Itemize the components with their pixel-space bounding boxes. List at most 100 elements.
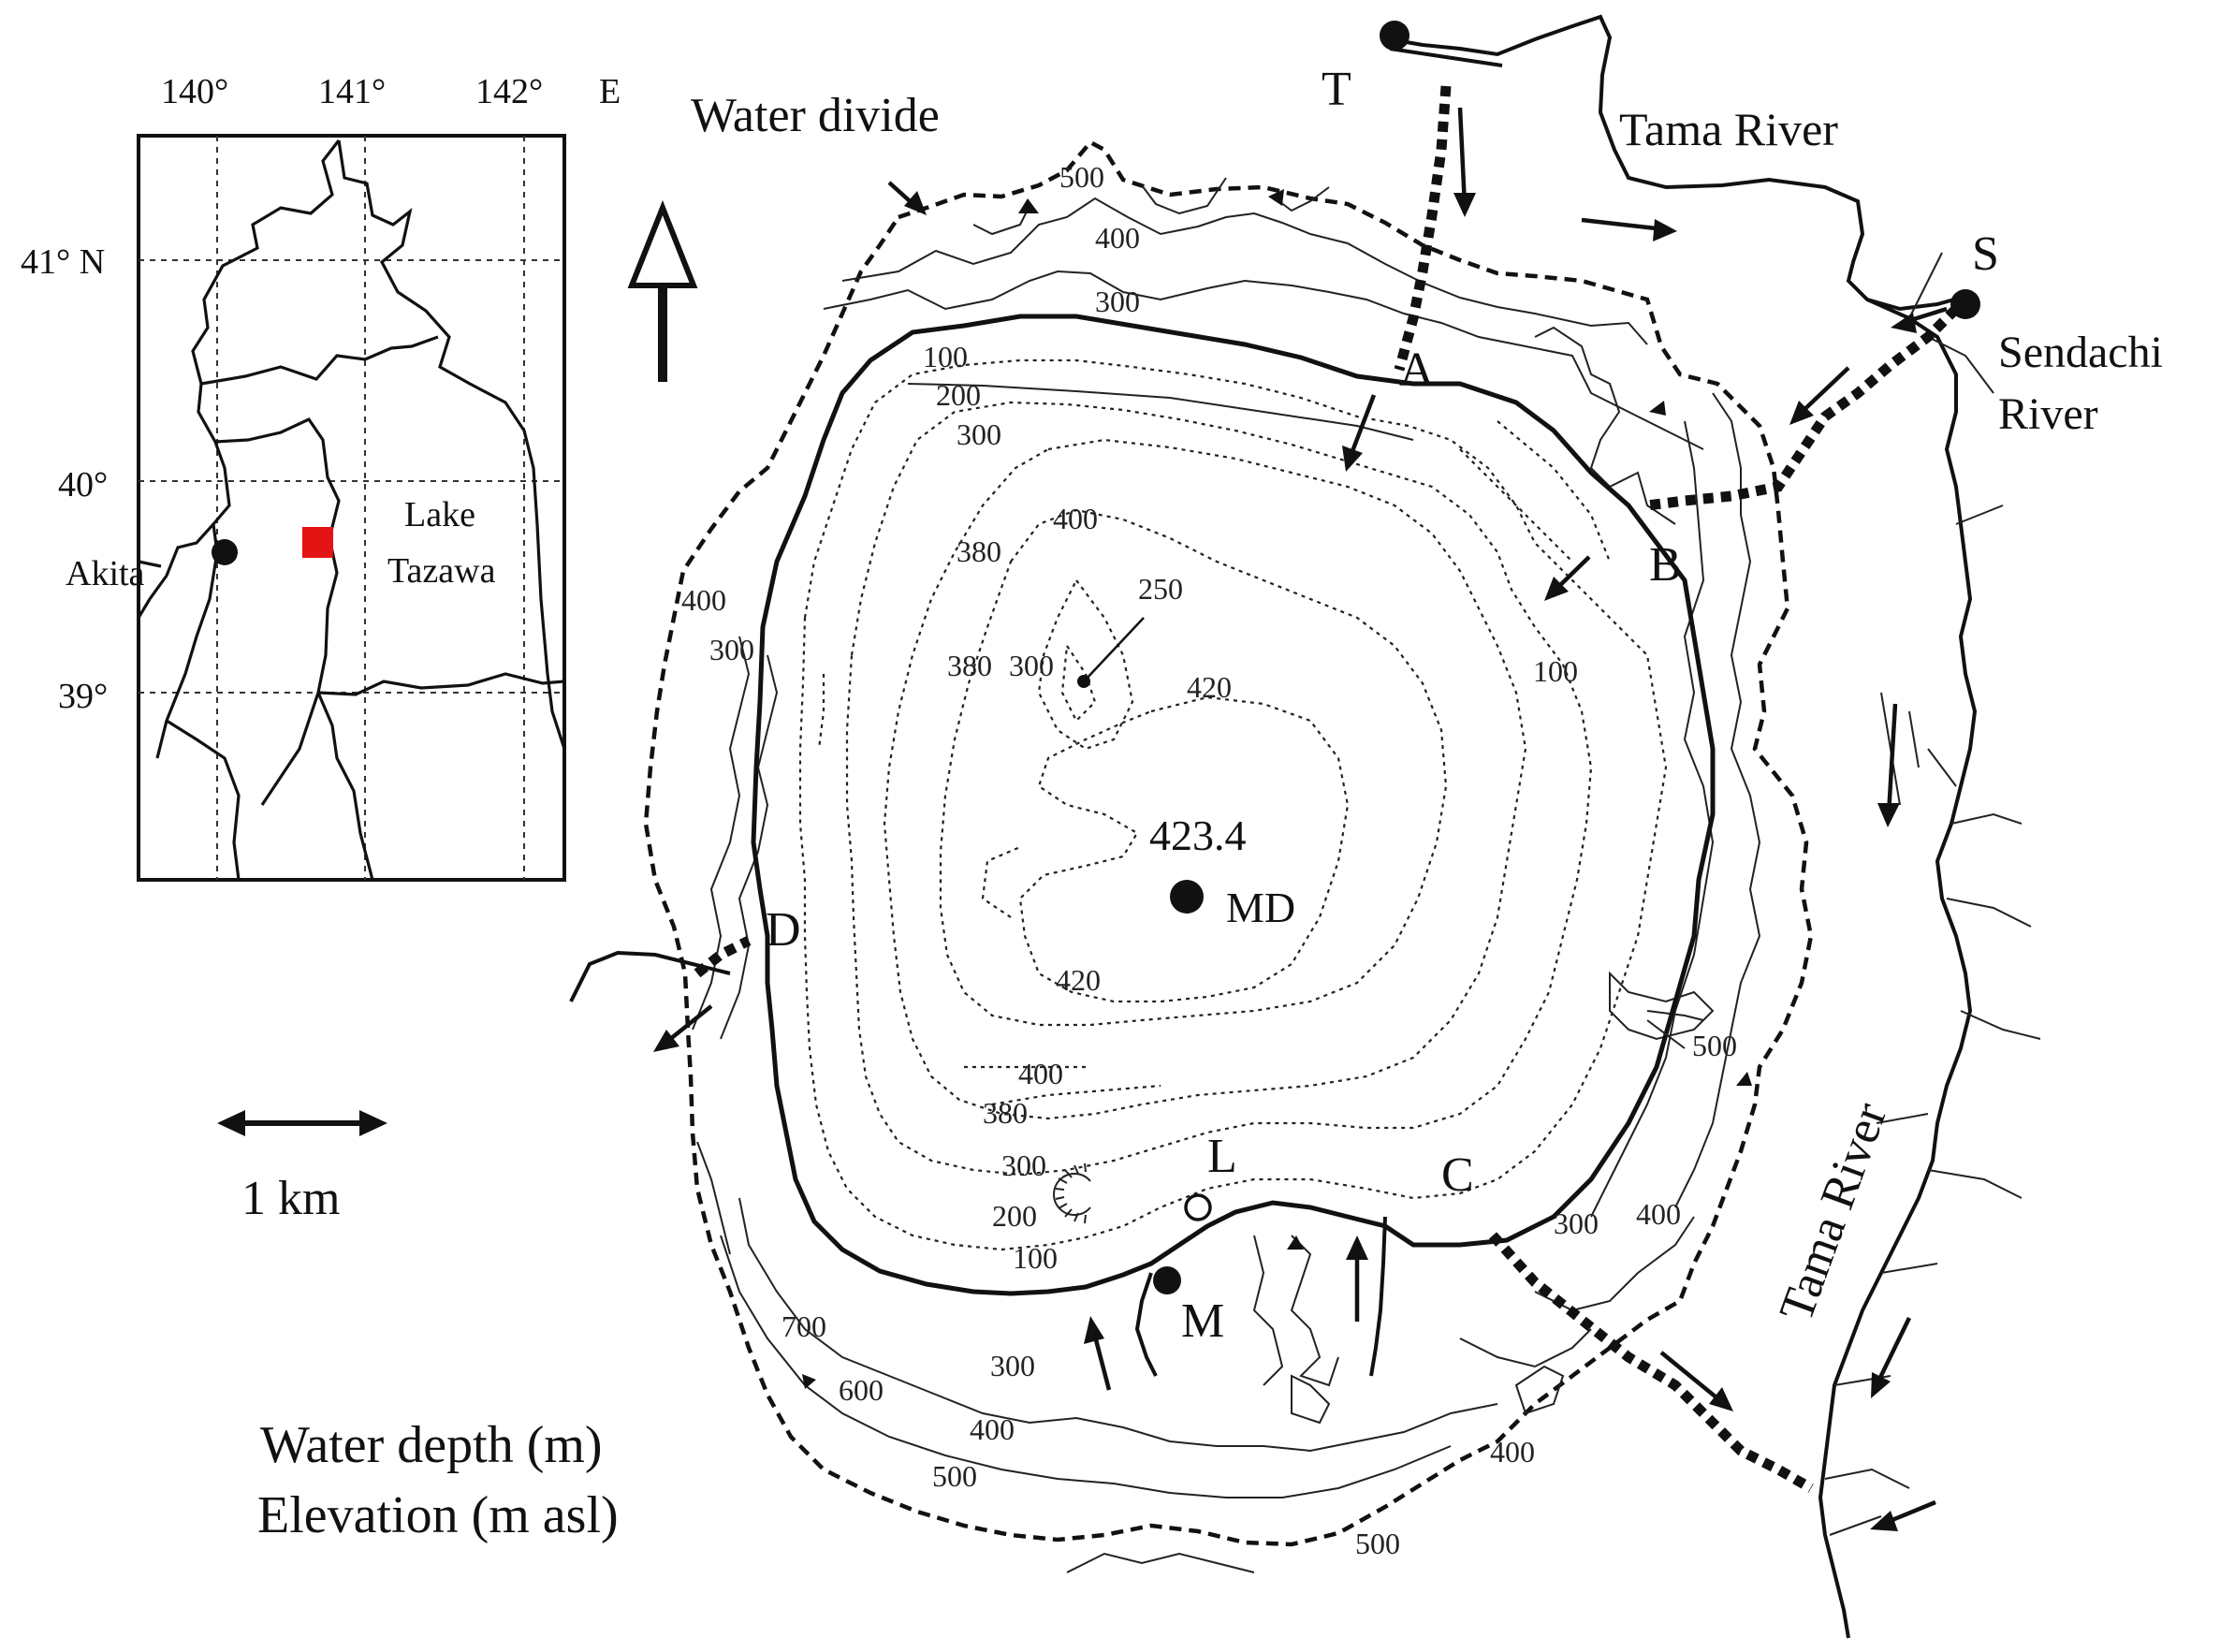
depth-label-300-s: 300 — [1001, 1148, 1046, 1182]
elev-label-400-ss: 400 — [1490, 1435, 1535, 1469]
inset-prefecture-borders — [137, 139, 566, 881]
elev-label-700-s: 700 — [781, 1309, 826, 1343]
north-arrow-icon — [627, 199, 698, 382]
rivers — [569, 14, 2041, 1639]
arrow-icon-6 — [1544, 555, 1591, 601]
point-C-label: C — [1441, 1148, 1474, 1202]
arrow-icon-11 — [1659, 1351, 1733, 1411]
inset-city-label: Akita — [66, 554, 145, 593]
point-MD-label: MD — [1226, 884, 1295, 931]
inset-graticule — [139, 136, 564, 880]
arrow-icon-9 — [1084, 1316, 1112, 1391]
akita-city-marker — [212, 539, 238, 565]
inset-frame — [137, 134, 566, 882]
arrow-icon-5 — [1342, 394, 1377, 472]
tama-river-north-label: Tama River — [1619, 103, 1838, 155]
depth-label-400-n: 400 — [1053, 502, 1098, 535]
water-divide-label: Water divide — [691, 89, 940, 142]
arrow-icon-4 — [1789, 366, 1850, 425]
arrow-icon-3 — [1891, 306, 1948, 333]
river-tributaries — [1646, 252, 2041, 1536]
elevation-contours — [692, 177, 1761, 1573]
depth-label-380-s: 380 — [983, 1096, 1028, 1130]
tama-river-east-label: Tama River — [1770, 1096, 1898, 1328]
arrow-icon-8 — [653, 1004, 713, 1052]
leader-250 — [1085, 617, 1145, 680]
point-T-marker — [1380, 21, 1409, 51]
lon-label-142: 142° — [475, 72, 543, 111]
elev-label-600-s: 600 — [839, 1373, 884, 1407]
south-inlet-river-2 — [1369, 1216, 1387, 1377]
point-T-label: T — [1322, 63, 1351, 116]
elev-label-500-ss: 500 — [1355, 1527, 1400, 1560]
lake-shoreline — [751, 314, 1716, 1296]
point-D-label: D — [766, 903, 801, 957]
sendachi-river — [1866, 296, 1962, 312]
sendachi-label-2: River — [1998, 389, 2098, 439]
depth-label-200-s: 200 — [992, 1199, 1037, 1233]
point-MD-marker — [1170, 880, 1204, 914]
lat-label-39: 39° — [58, 677, 108, 716]
depth-label-300-c: 300 — [1009, 649, 1054, 682]
depth-label-380-c: 380 — [947, 649, 992, 682]
elev-label-400-s: 400 — [970, 1412, 1015, 1446]
elev-label-300-s: 300 — [990, 1349, 1035, 1382]
point-S-label: S — [1972, 227, 1999, 281]
tama-river-north — [1389, 14, 1978, 1639]
inset-lake-label-2: Tazawa — [387, 551, 496, 591]
point-L-marker — [1184, 1193, 1212, 1221]
elev-label-500-n: 500 — [1059, 160, 1104, 194]
depth-contours — [798, 358, 1668, 1251]
depth-label-100-n: 100 — [923, 340, 968, 373]
arrow-icon-16 — [1268, 189, 1284, 206]
lon-label-140: 140° — [161, 72, 228, 111]
arrow-icon-20 — [802, 1374, 816, 1389]
legend-line-1: Water depth (m) — [260, 1416, 603, 1474]
point-A-label: A — [1399, 344, 1435, 397]
elev-label-500-s: 500 — [932, 1459, 977, 1493]
depth-label-420-c: 420 — [1187, 670, 1232, 704]
scale-bar-label: 1 km — [241, 1172, 340, 1225]
depth-label-380-n: 380 — [957, 534, 1001, 568]
elev-label-300-w: 300 — [709, 633, 754, 666]
elev-label-400-w: 400 — [681, 583, 726, 617]
point-L-label: L — [1207, 1130, 1237, 1183]
depth-label-250: 250 — [1138, 572, 1183, 606]
arrow-icon-13 — [1870, 1499, 1936, 1531]
point-markers — [1053, 21, 1980, 1294]
point-M-label: M — [1181, 1294, 1224, 1348]
inset-map: Akita Lake Tazawa 140° 141° 142° E 41° N… — [21, 72, 621, 882]
point-S-marker — [1950, 289, 1980, 319]
elev-label-400-se: 400 — [1636, 1197, 1681, 1231]
arrow-icon-12 — [1871, 1317, 1912, 1398]
tunnel-D — [694, 936, 752, 978]
lat-label-40: 40° — [58, 465, 108, 504]
depth-label-200-n: 200 — [936, 378, 981, 412]
elev-label-400-n: 400 — [1095, 221, 1140, 255]
arrow-icon-14 — [887, 181, 927, 215]
lon-label-141: 141° — [318, 72, 386, 111]
depth-label-300-n: 300 — [957, 417, 1001, 451]
sendachi-label-1: Sendachi — [1998, 328, 2163, 377]
legend-line-2: Elevation (m asl) — [257, 1486, 619, 1544]
depth-label-400-s: 400 — [1018, 1057, 1063, 1090]
depth-label-100-s: 100 — [1013, 1241, 1058, 1275]
lat-label-41: 41° N — [21, 242, 105, 282]
arrow-icon-7 — [1877, 703, 1900, 827]
arrow-icon-19 — [1287, 1235, 1304, 1250]
map-labels: Water divide Tama River Tama River Senda… — [681, 63, 2163, 1560]
tunnel-T-A — [1394, 85, 1452, 372]
tunnel-S-B — [1646, 305, 1960, 511]
flow-arrows — [653, 107, 1948, 1531]
tunnel-C-south — [1488, 1232, 1814, 1493]
arrow-icon-2 — [1581, 217, 1677, 241]
lon-label-east: E — [599, 72, 621, 111]
elev-label-300-se: 300 — [1554, 1206, 1599, 1240]
point-B-label: B — [1649, 538, 1682, 592]
south-inlet-river — [1134, 1272, 1158, 1377]
study-area-marker — [302, 527, 333, 558]
tunnels — [694, 85, 1960, 1493]
point-M-marker — [1153, 1266, 1181, 1294]
arrow-icon-15 — [1018, 198, 1039, 213]
